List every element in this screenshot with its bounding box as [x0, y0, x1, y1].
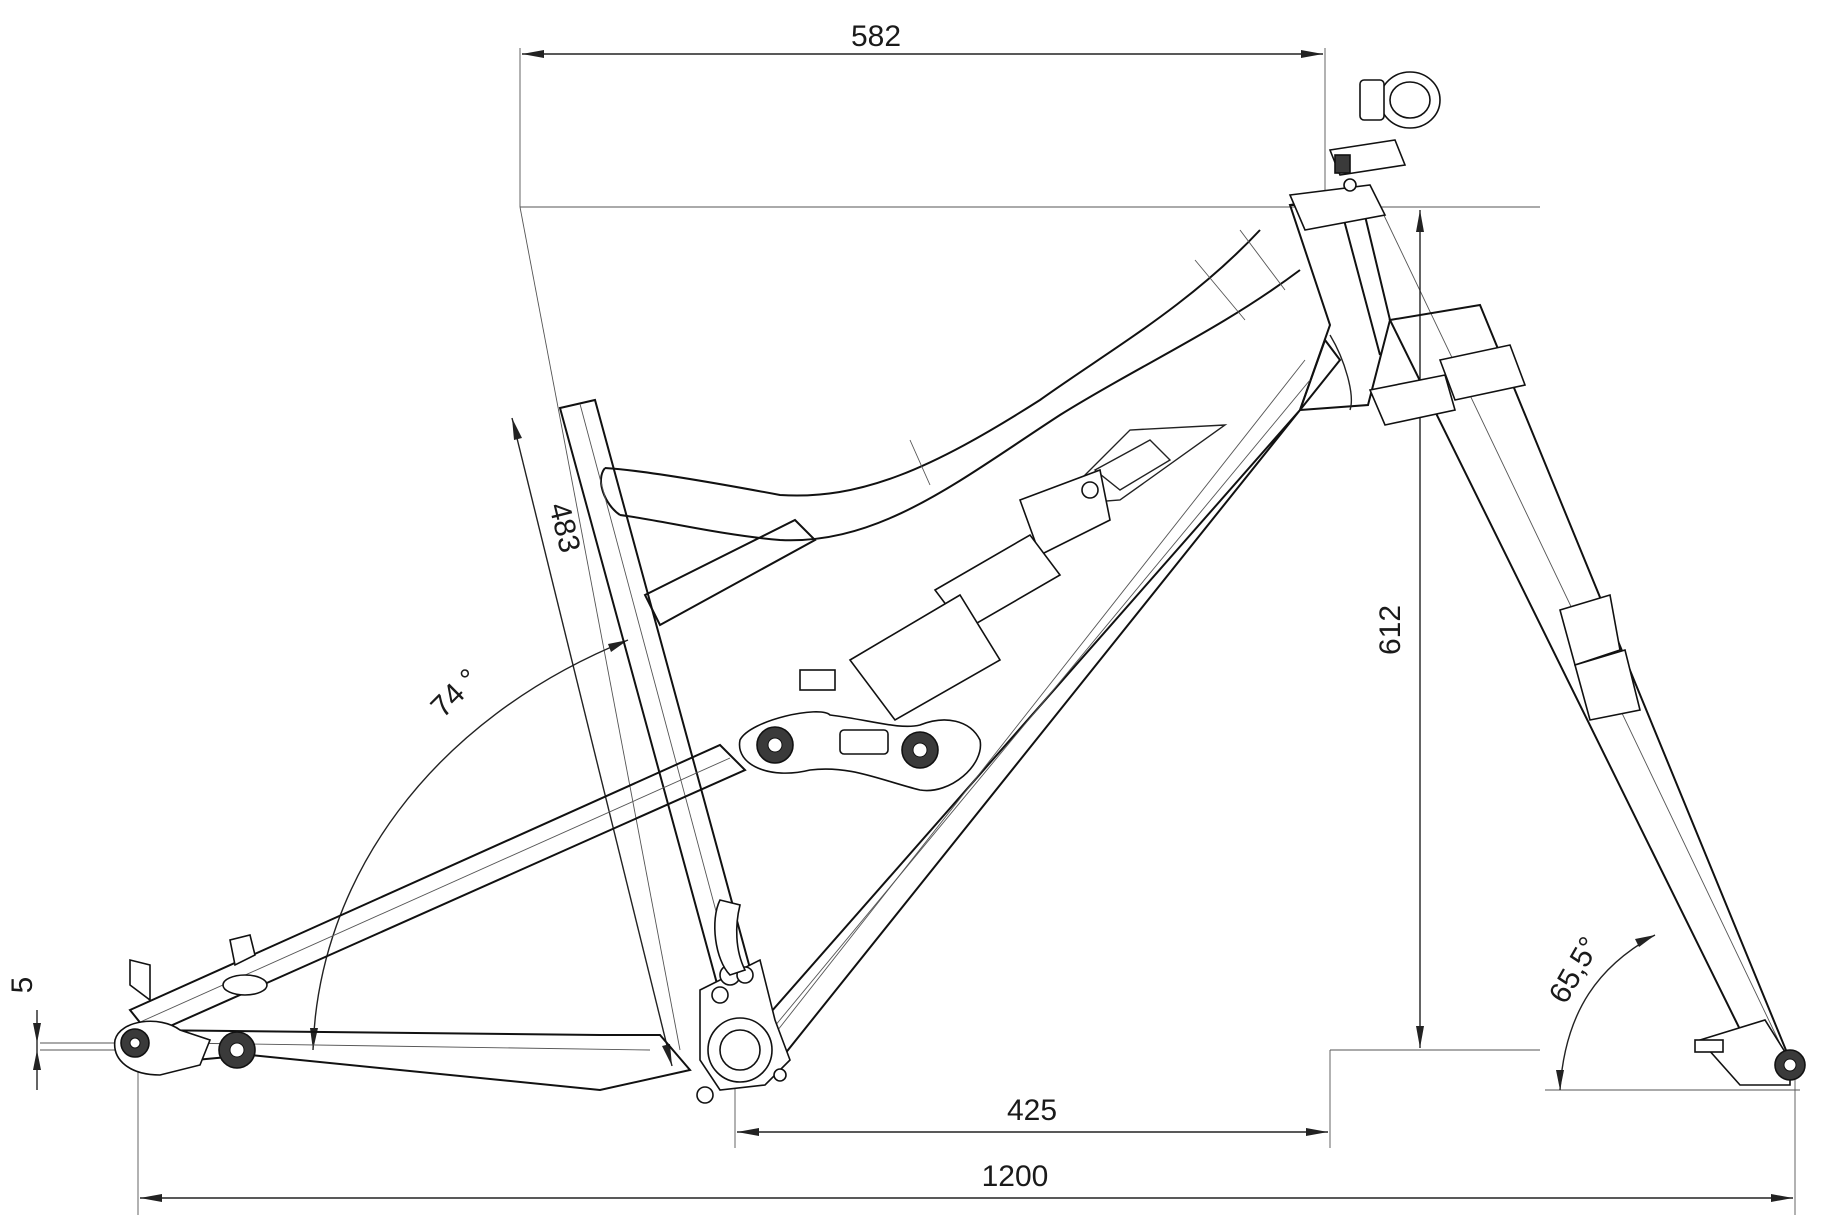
dim-bb-drop: 5: [6, 977, 39, 994]
top-tube: [600, 229, 1301, 542]
dim-head-angle: 65,5°: [1543, 932, 1607, 1009]
dimension-arrows: [33, 50, 1793, 1202]
top-brace: [643, 518, 817, 627]
rocker-link: [738, 711, 982, 792]
dim-top-length: 582: [851, 20, 901, 53]
fork: [1368, 303, 1806, 1086]
dim-stack: 612: [1374, 605, 1407, 655]
bottom-bracket: [696, 899, 791, 1104]
seat-stay: [128, 743, 747, 1037]
down-tube: [740, 334, 1352, 1062]
dimension-lines: [36, 53, 1793, 1199]
frame: [113, 71, 1806, 1104]
dim-seat-angle: 74 °: [425, 663, 486, 724]
dim-seat-tube: 483: [542, 499, 586, 556]
stem-headset: [1288, 71, 1441, 231]
rear-shock: [799, 468, 1111, 722]
dim-wheelbase: 1200: [982, 1160, 1049, 1193]
dim-chainstay: 425: [1007, 1094, 1057, 1127]
rear-dropout: [113, 934, 268, 1076]
